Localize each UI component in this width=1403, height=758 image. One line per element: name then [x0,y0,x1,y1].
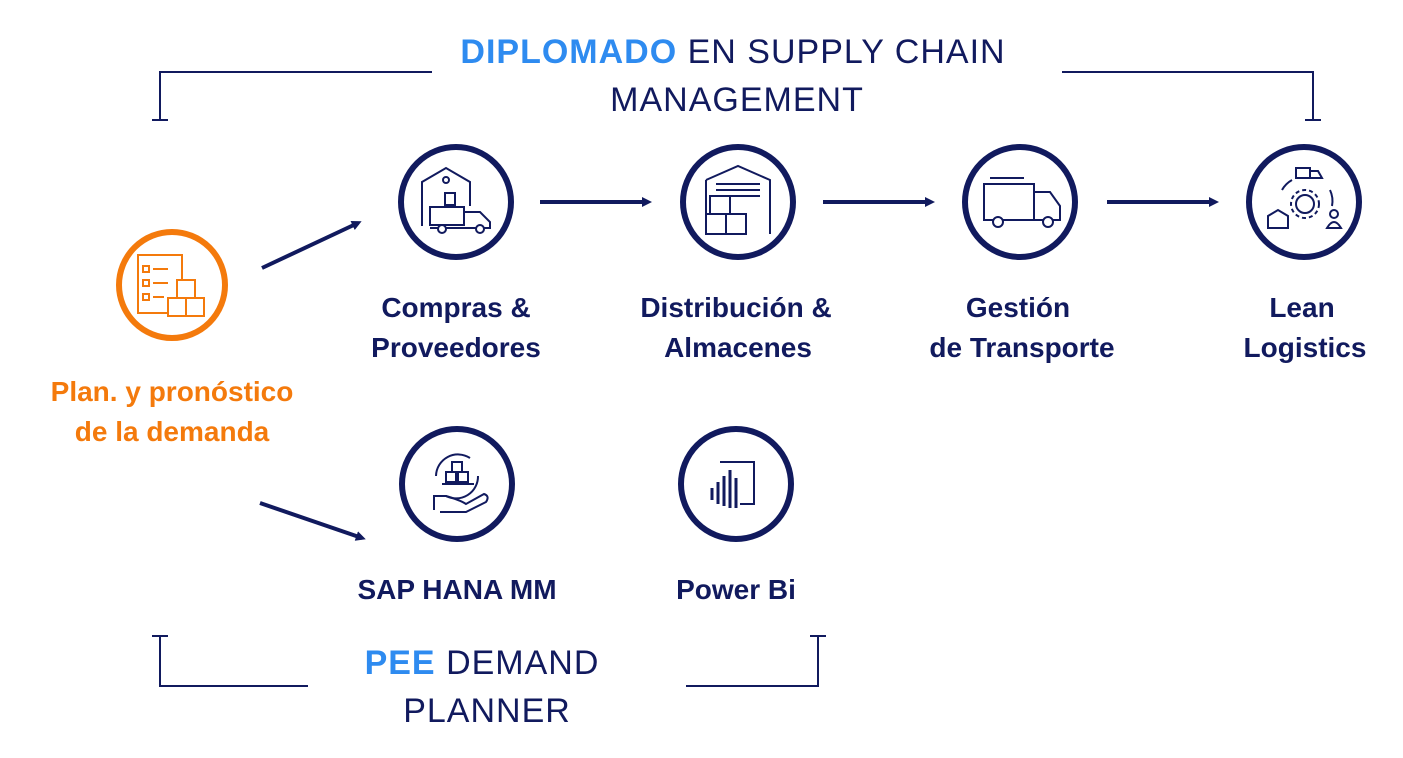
start-node-label-2: de la demanda [74,416,270,447]
arrow-to-sap [259,501,366,541]
header-line-2: MANAGEMENT [610,81,864,119]
node-distribucion-label-2: Almacenes [664,332,812,363]
node-powerbi-label: Power Bi [676,574,796,605]
bottom-bracket [152,635,826,687]
node-compras-label-1: Compras & [381,292,531,323]
arrow-to-compras [261,221,362,270]
node-gestion-label-2: de Transporte [929,332,1115,363]
warehouse-truck-icon [398,144,514,260]
start-node-label-1: Plan. y pronóstico [50,376,294,407]
node-gestion-label-1: Gestión [965,292,1071,323]
checklist-boxes-icon [116,229,228,341]
footer-line-1: PEE DEMAND [365,639,600,687]
power-bi-icon [678,426,794,542]
footer-highlight: PEE [364,644,436,682]
truck-icon [962,144,1078,260]
node-lean-label-2: Logistics [1243,332,1367,363]
node-distribucion-label-1: Distribución & [640,292,832,323]
footer-rest: DEMAND [435,644,600,682]
warehouse-boxes-icon [680,144,796,260]
node-sap-label: SAP HANA MM [357,574,557,605]
logistics-gear-icon [1246,144,1362,260]
arrows [259,197,1219,541]
node-compras-label-2: Proveedores [371,332,541,363]
header-highlight: DIPLOMADO [460,33,678,71]
top-bracket [152,71,1321,121]
footer-line-2: PLANNER [403,692,571,730]
node-lean-label-1: Lean [1269,292,1335,323]
header-line-1: DIPLOMADO EN SUPPLY CHAIN [460,28,1005,76]
hand-boxes-cycle-icon [399,426,515,542]
header-rest: EN SUPPLY CHAIN [677,33,1006,71]
